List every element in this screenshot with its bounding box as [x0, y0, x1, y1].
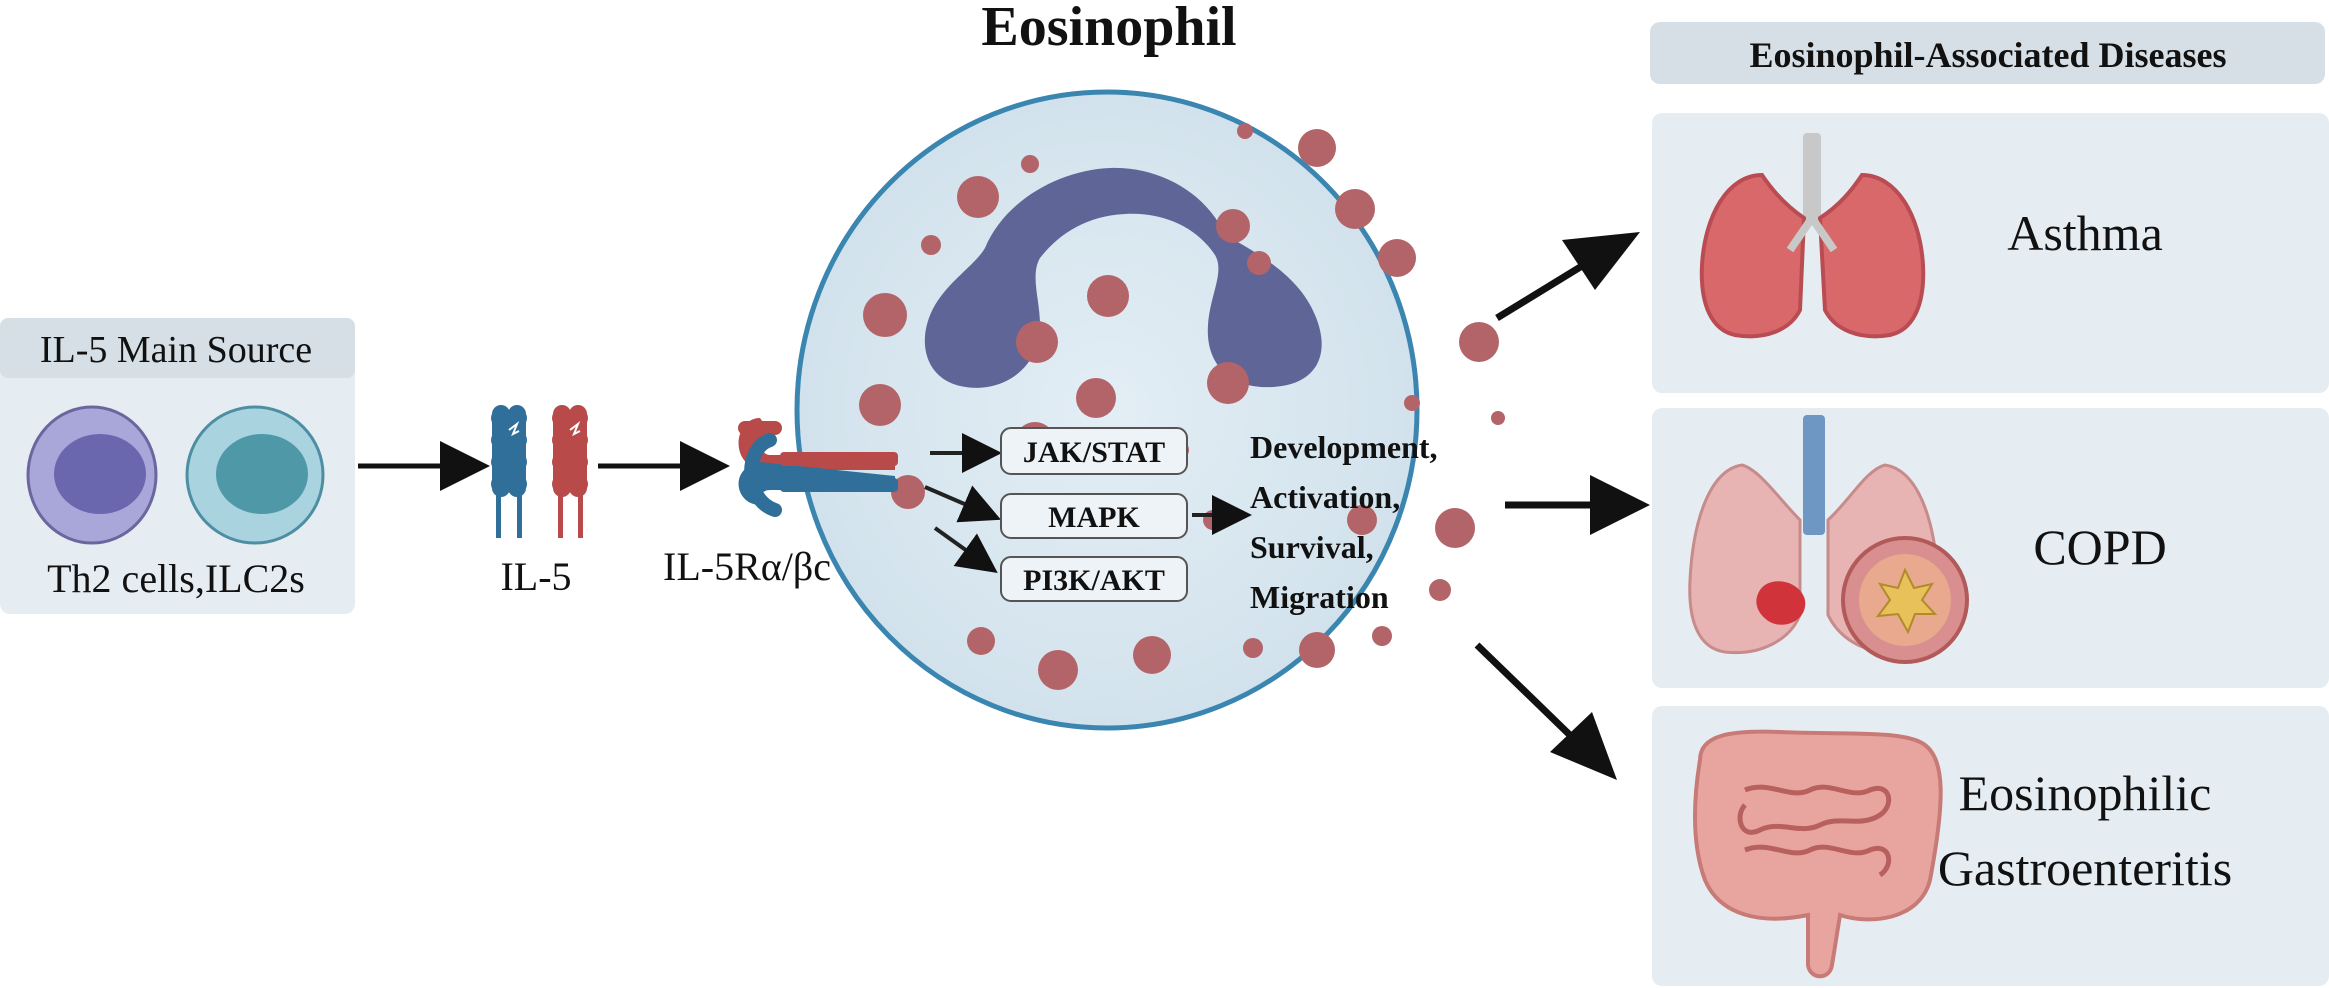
- il5-cytokine-icon: [491, 405, 588, 538]
- arrow-to-copd-head: [1590, 475, 1650, 535]
- disease-label-asthma: Asthma: [2007, 205, 2163, 261]
- disease-card-asthma: Asthma: [1652, 113, 2329, 393]
- diagram-title: Eosinophil: [981, 0, 1236, 58]
- intestine-icon: [1693, 729, 1943, 979]
- source-heading: IL-5 Main Source: [40, 329, 312, 371]
- disease-panel: Eosinophil-Associated Diseases Asthma: [1650, 22, 2329, 986]
- pathway-box-jak-stat: JAK/STAT: [1000, 427, 1188, 475]
- disease-card-gastroenteritis: Eosinophilic Gastroenteritis: [1652, 706, 2329, 986]
- arrow-to-pi3k: [933, 526, 998, 573]
- disease-label-copd: COPD: [2033, 519, 2166, 575]
- receptor-label: IL-5Rα/βc: [663, 544, 831, 589]
- il5-source-panel: IL-5 Main Source Th2 cells,ILC2s: [0, 318, 355, 614]
- outcome-list: Development, Activation, Survival, Migra…: [1250, 429, 1438, 615]
- th2-cell-icon: [26, 405, 158, 545]
- outcome-3: Survival,: [1250, 529, 1374, 565]
- eosinophil-cell: JAK/STAT MAPK PI3K/AKT Development, Acti…: [738, 89, 1505, 731]
- outcome-4: Migration: [1250, 579, 1389, 615]
- disease-heading-bg: [1650, 22, 2325, 84]
- source-caption: Th2 cells,ILC2s: [47, 556, 305, 601]
- pathway-label-jak-stat: JAK/STAT: [1023, 436, 1165, 469]
- arrow-to-mapk: [924, 485, 1002, 523]
- pathway-label-mapk: MAPK: [1048, 501, 1140, 534]
- outcome-1: Development,: [1250, 429, 1438, 465]
- pathway-box-pi3k: PI3K/AKT: [1000, 556, 1188, 602]
- arrow-to-asthma-shaft: [1495, 255, 1597, 321]
- disease-card-copd: COPD: [1652, 408, 2329, 688]
- asthma-card-bg: [1652, 113, 2329, 393]
- disease-label-gastro-line2: Gastroenteritis: [1938, 840, 2232, 896]
- copd-lungs-icon: [1688, 415, 1969, 664]
- disease-heading: Eosinophil-Associated Diseases: [1749, 35, 2226, 75]
- ilc2-cell-icon: [185, 405, 325, 545]
- arrow-to-gastro-head: [1550, 712, 1617, 780]
- arrow-to-gastro-shaft: [1474, 642, 1578, 743]
- source-heading-bg: [0, 318, 355, 378]
- disease-arrows: [1474, 232, 1650, 780]
- outcome-2: Activation,: [1250, 479, 1400, 515]
- il5-label: IL-5: [500, 554, 571, 599]
- pathway-box-mapk: MAPK: [1000, 493, 1188, 539]
- il5-receptor-icon: [738, 418, 898, 517]
- pathway-label-pi3k-akt: PI3K/AKT: [1023, 564, 1165, 597]
- arrow-to-asthma-head: [1562, 232, 1640, 290]
- disease-label-gastro-line1: Eosinophilic: [1959, 765, 2212, 821]
- lungs-icon: [1699, 133, 1926, 339]
